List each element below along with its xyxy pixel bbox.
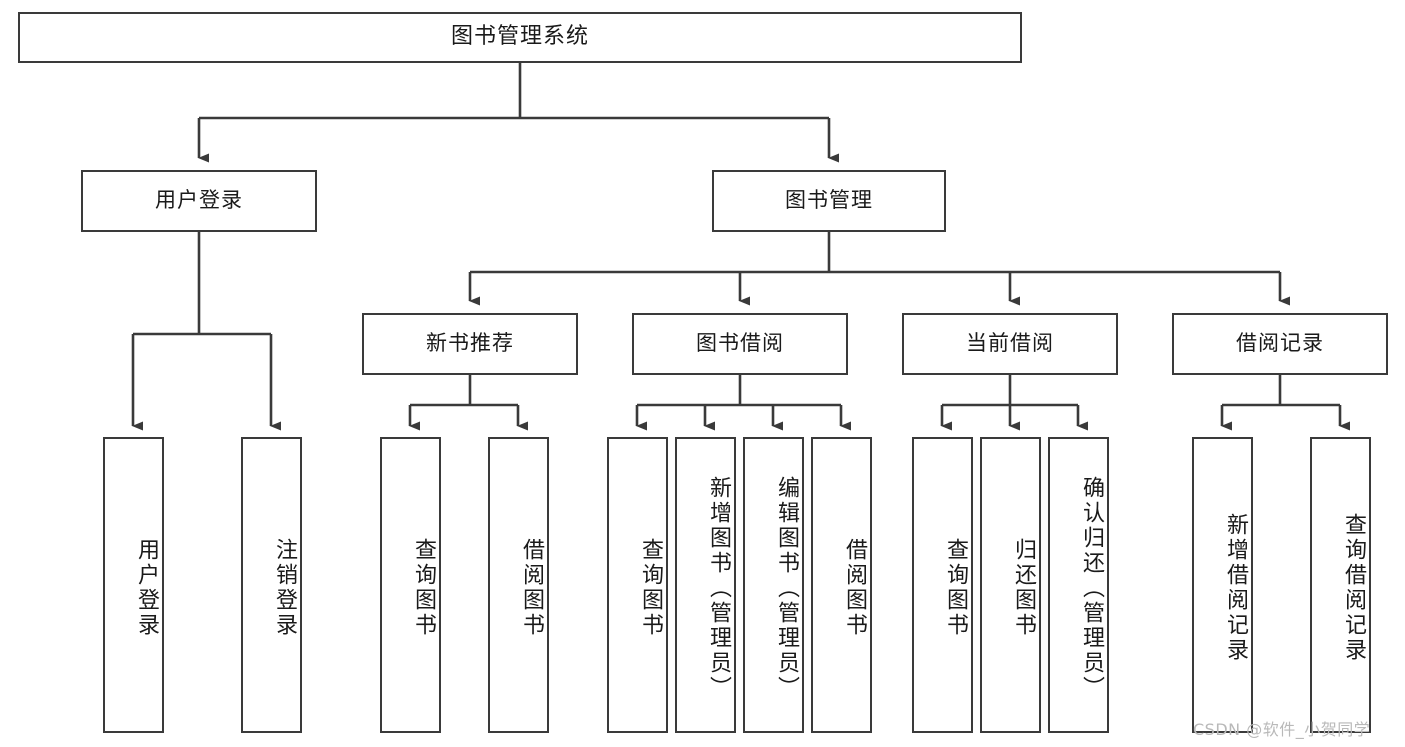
leaf-label: 借阅图书 xyxy=(519,538,544,638)
leaf-label: 查询图书 xyxy=(411,538,436,638)
node-borrow-record[interactable]: 借阅记录 xyxy=(1172,313,1388,375)
leaf-query-book-1[interactable]: 查询图书 xyxy=(380,437,441,733)
leaf-label: 注销登录 xyxy=(272,538,297,638)
leaf-label: 归还图书 xyxy=(1011,538,1036,638)
leaf-query-book-2[interactable]: 查询图书 xyxy=(607,437,668,733)
leaf-confirm-return[interactable]: 确认归还（管理员） xyxy=(1048,437,1109,733)
leaf-add-book[interactable]: 新增图书（管理员） xyxy=(675,437,736,733)
leaf-label: 确认归还（管理员） xyxy=(1079,475,1104,701)
node-book-manage[interactable]: 图书管理 xyxy=(712,170,946,232)
node-current-borrow[interactable]: 当前借阅 xyxy=(902,313,1118,375)
leaf-label: 查询图书 xyxy=(638,538,663,638)
csdn-watermark: CSDN @软件_小贺同学 xyxy=(1193,720,1371,739)
node-book-borrow[interactable]: 图书借阅 xyxy=(632,313,848,375)
leaf-label: 查询借阅记录 xyxy=(1341,513,1366,663)
leaf-label: 用户登录 xyxy=(134,538,159,638)
leaf-borrow-book-2[interactable]: 借阅图书 xyxy=(811,437,872,733)
leaf-label: 新增图书（管理员） xyxy=(706,475,731,701)
leaf-query-record[interactable]: 查询借阅记录 xyxy=(1310,437,1371,733)
leaf-return-book[interactable]: 归还图书 xyxy=(980,437,1041,733)
node-user-login[interactable]: 用户登录 xyxy=(81,170,317,232)
leaf-label: 查询图书 xyxy=(943,538,968,638)
leaf-borrow-book-1[interactable]: 借阅图书 xyxy=(488,437,549,733)
node-new-book-recommend[interactable]: 新书推荐 xyxy=(362,313,578,375)
leaf-label: 编辑图书（管理员） xyxy=(774,475,799,701)
leaf-label: 新增借阅记录 xyxy=(1223,513,1248,663)
leaf-label: 借阅图书 xyxy=(842,538,867,638)
leaf-edit-book[interactable]: 编辑图书（管理员） xyxy=(743,437,804,733)
leaf-logout-login[interactable]: 注销登录 xyxy=(241,437,302,733)
leaf-add-record[interactable]: 新增借阅记录 xyxy=(1192,437,1253,733)
leaf-user-login[interactable]: 用户登录 xyxy=(103,437,164,733)
node-root[interactable]: 图书管理系统 xyxy=(18,12,1022,63)
leaf-query-book-3[interactable]: 查询图书 xyxy=(912,437,973,733)
